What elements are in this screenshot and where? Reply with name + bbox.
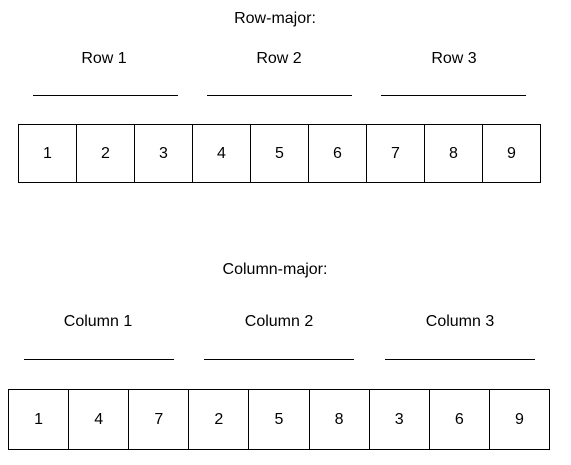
column-2-label: Column 2 xyxy=(244,313,314,330)
row-1-label: Row 1 xyxy=(81,50,127,67)
memory-cell: 5 xyxy=(249,390,310,449)
memory-cell: 2 xyxy=(189,390,250,449)
row-1-underline xyxy=(33,95,178,96)
row-major-memory-strip: 1 2 3 4 5 6 7 8 9 xyxy=(18,124,541,183)
memory-cell: 1 xyxy=(19,125,77,182)
memory-cell: 6 xyxy=(430,390,490,449)
column-major-title: Column-major: xyxy=(222,261,328,278)
memory-cell: 3 xyxy=(135,125,193,182)
memory-cell: 9 xyxy=(514,410,524,428)
row-2-underline xyxy=(207,95,352,96)
memory-cell: 3 xyxy=(370,390,430,449)
memory-cell: 7 xyxy=(367,125,425,182)
row-2-label: Row 2 xyxy=(256,50,302,67)
column-3-underline xyxy=(385,359,535,360)
memory-cell: 7 xyxy=(129,390,190,449)
row-major-title: Row-major: xyxy=(234,10,316,27)
memory-cell: 8 xyxy=(310,390,370,449)
memory-cell: 2 xyxy=(77,125,135,182)
column-1-label: Column 1 xyxy=(63,313,133,330)
memory-cell: 5 xyxy=(251,125,309,182)
memory-cell: 4 xyxy=(193,125,251,182)
memory-cell: 1 xyxy=(9,390,70,449)
column-major-memory-strip: 1 4 7 2 5 8 3 6 9 xyxy=(8,389,550,450)
column-1-underline xyxy=(24,359,174,360)
column-3-label: Column 3 xyxy=(425,313,495,330)
memory-cell: 8 xyxy=(425,125,483,182)
column-2-underline xyxy=(204,359,354,360)
row-3-label: Row 3 xyxy=(431,50,477,67)
memory-cell: 6 xyxy=(309,125,367,182)
row-3-underline xyxy=(381,95,526,96)
memory-cell: 4 xyxy=(69,390,130,449)
memory-cell: 9 xyxy=(507,144,516,162)
